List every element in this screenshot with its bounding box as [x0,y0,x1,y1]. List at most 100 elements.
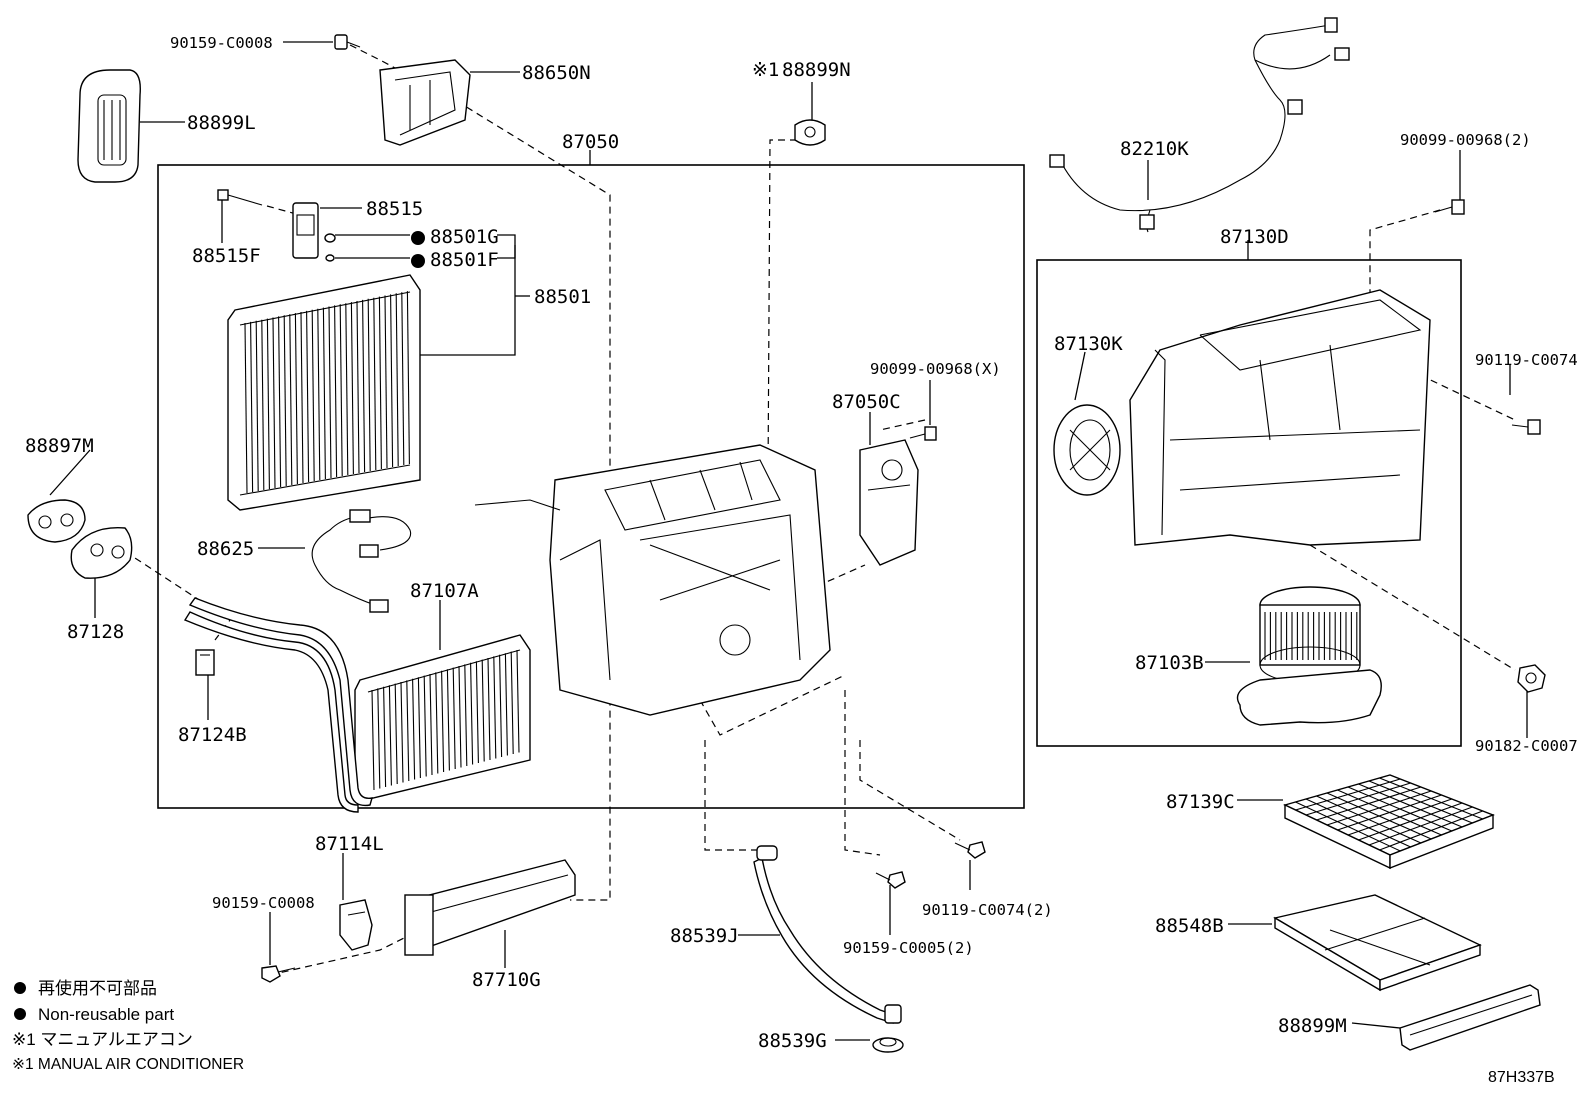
label-82210K: 82210K [1120,138,1189,160]
filter-tray-88548B-icon [1273,894,1482,992]
heater-core-87107A-icon [183,597,531,813]
hatch-line [362,299,366,473]
label-87130D: 87130D [1220,226,1289,248]
label-90159-C0005-2: 90159-C0005(2) [843,939,974,957]
hatch-line [458,665,462,768]
label-88548B: 88548B [1155,915,1224,937]
blower-unit-87130D-icon [1129,289,1431,546]
blower-fan-cover-87130K-icon [1053,404,1121,496]
label-90182-C0007: 90182-C0007 [1475,737,1578,755]
label-90099-00968X: 90099-00968(X) [870,360,1001,378]
ac-amplifier-88650N-icon [379,59,471,146]
hatch-line [278,316,282,488]
hatch-line [504,653,508,756]
hatch-line [1358,783,1463,828]
cover-strip-88899M-icon [1399,984,1541,1051]
label-87128: 87128 [67,621,124,643]
assembly-box-87130D [1036,259,1462,747]
hatch-line [481,659,485,762]
hatch-line [446,669,450,771]
clamp-87124B-icon [195,649,215,676]
hatch-line [499,654,503,758]
hatch-line [412,678,416,780]
o-ring-88501G-icon [324,233,336,243]
bolt-90099-00968-2-icon [1434,199,1465,215]
hatch-line [244,322,248,494]
nonreusable-dot-88501G [411,231,425,245]
hatch-line [289,314,293,486]
hatch-line [470,662,474,765]
hatch-line [394,683,398,785]
label-87107A: 87107A [410,580,479,602]
hatch-line [356,300,360,474]
duct-88899L-icon [77,69,141,183]
clip-88899N-icon [794,119,826,146]
hatch-line [367,298,371,472]
hatch-line [1337,794,1442,831]
legend-jp-nonreusable: 再使用不可部品 [38,978,157,998]
hatch-line [311,309,315,482]
label-87139C: 87139C [1166,791,1235,813]
hatch-line [487,657,491,761]
label-88501G: 88501G [430,226,499,248]
label-88625: 88625 [197,538,254,560]
hatch-line [1347,786,1453,832]
ptc-heater-87710G-icon [404,859,576,956]
hatch-line [493,656,497,759]
hatch-line [383,686,387,788]
hatch-line [272,317,276,489]
grommet-88539G-icon [872,1037,904,1053]
hatch-line [377,688,381,789]
o-ring-88501F-icon [325,254,335,262]
part-labels: 90159-C0008 88650N 88899L ※1 88899N 8705… [25,34,1578,1052]
label-88501: 88501 [534,286,591,308]
label-88650N: 88650N [522,62,591,84]
label-90119-C0074-2: 90119-C0074(2) [922,901,1053,919]
label-88899L: 88899L [187,112,256,134]
hatch-line [306,310,310,483]
label-87130K: 87130K [1054,333,1123,355]
assembly-box-87050 [157,164,1025,809]
hatch-line [378,296,382,470]
evaporator-88501-icon [227,274,421,511]
hatch-line [373,297,377,471]
hatch-line [1358,802,1463,841]
label-88515F: 88515F [192,245,261,267]
legend-en-note1: ※1 MANUAL AIR CONDITIONER [12,1056,244,1073]
legend-jp-note1: ※1 マニュアルエアコン [12,1030,193,1049]
figure-id: 87H337B [1488,1069,1555,1086]
hatch-line [371,689,375,791]
hatch-line [339,304,343,477]
bolt-90159-C0008-top-icon [334,34,361,50]
nonreusable-dot-88501F [411,254,425,268]
blower-motor-87103B-icon [1236,586,1382,726]
grommet-88897M-icon [27,499,86,543]
hatch-line [406,680,410,782]
hatch-line [388,685,392,786]
hatch-line [300,311,304,484]
nut-90182-C0007-icon [1517,664,1546,693]
label-88515: 88515 [366,198,423,220]
bracket-87114L-icon [339,899,373,951]
hatch-line [1347,798,1452,836]
hatch-line [475,661,479,764]
hatch-line [417,677,421,779]
label-90159-C0008-lower: 90159-C0008 [212,894,315,912]
hatch-line [1379,810,1483,851]
plate-87128-icon [70,526,133,579]
hatch-line [400,681,404,783]
hatch-line [261,319,265,491]
hatch-line [390,294,394,468]
hatch-line [1368,806,1473,846]
hatch-line [266,318,270,490]
bolt-90159-C0008-lower-icon [261,965,296,983]
hatch-line [345,303,349,476]
hatch-line [395,293,399,467]
drain-hose-88539J-icon [753,845,902,1024]
hatch-line [1379,777,1483,820]
bolt-90099-00968X-icon [909,426,937,441]
label-88899N-marker: ※1 [752,59,779,81]
wire-harness-82210K-icon [1049,17,1350,233]
label-87103B: 87103B [1135,652,1204,674]
label-87050: 87050 [562,131,619,153]
